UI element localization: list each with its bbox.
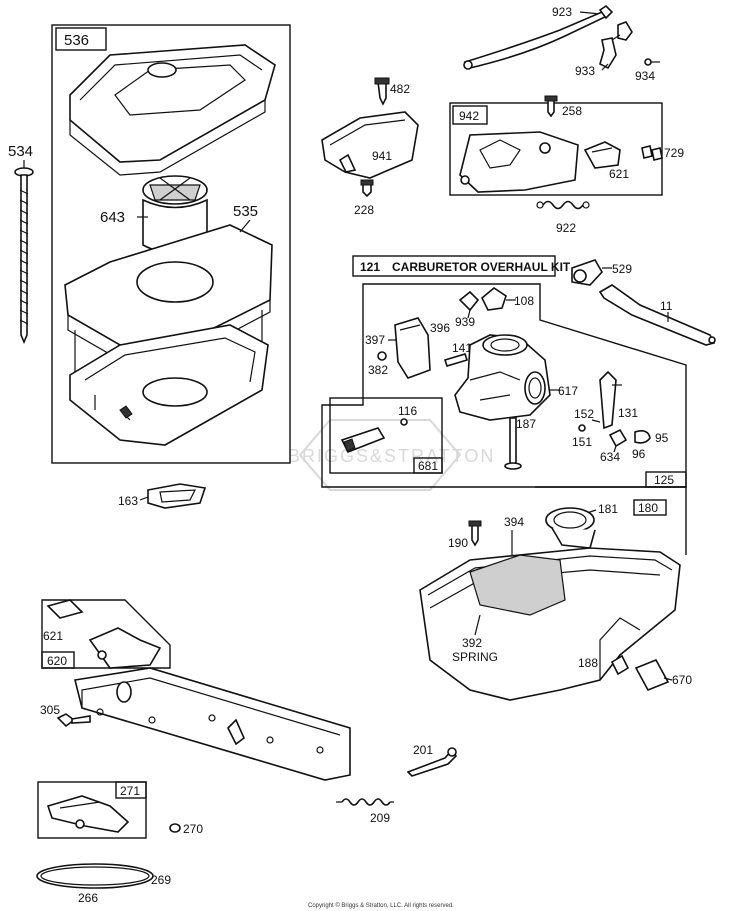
callout-534: 534 (8, 143, 33, 160)
callout-939: 939 (455, 315, 475, 329)
callout-670: 670 (672, 673, 692, 687)
callout-621b: 621 (43, 629, 63, 643)
callout-536-box (55, 27, 107, 51)
callout-152: 152 (574, 407, 594, 421)
callout-643: 643 (100, 209, 125, 226)
callout-942-box (452, 105, 488, 125)
callout-187: 187 (516, 417, 536, 431)
fuel-tank-group: 180 181 394 190 392 SPRING 188 670 (419, 486, 692, 701)
callout-620-box (41, 651, 75, 669)
callout-11: 11 (660, 299, 673, 313)
callout-108: 108 (514, 294, 534, 308)
callout-269: 269 (151, 873, 171, 887)
callout-151: 151 (572, 435, 592, 449)
callout-634: 634 (600, 450, 620, 464)
air-cleaner-frame (51, 24, 291, 464)
callout-397: 397 (365, 333, 385, 347)
gasket-163: 163 (118, 483, 207, 509)
callout-617: 617 (558, 384, 578, 398)
callout-201: 201 (413, 743, 433, 757)
kit-number: 121 (360, 260, 380, 274)
callout-934: 934 (635, 69, 655, 83)
callout-95: 95 (655, 431, 669, 445)
callout-392: 392 (462, 636, 482, 650)
air-cleaner-group: 536 643 535 (51, 24, 291, 464)
callout-392-sub: SPRING (452, 650, 498, 664)
callout-941: 941 (372, 149, 392, 163)
callout-209: 209 (370, 811, 390, 825)
callout-180: 180 (638, 501, 658, 515)
callout-535: 535 (233, 203, 258, 220)
air-cleaner-base (64, 224, 273, 446)
part-271-frame (37, 781, 147, 839)
callout-681: 681 (418, 459, 438, 473)
seal-ring-269: 269 266 (36, 863, 171, 905)
callout-141: 141 (452, 341, 472, 355)
callout-258: 258 (562, 104, 582, 118)
watermark: BRIGGS&STRATTON (288, 419, 495, 491)
bracket-941-group: 482 941 228 (321, 77, 419, 217)
callout-305: 305 (40, 703, 60, 717)
callout-621a: 621 (609, 167, 629, 181)
copyright-notice: Copyright © Briggs & Stratton, LLC. All … (308, 902, 454, 909)
callout-131: 131 (618, 406, 638, 420)
callout-180-box (633, 499, 667, 516)
callout-923: 923 (552, 5, 572, 19)
callout-942: 942 (459, 109, 479, 123)
link-201: 201 (406, 743, 458, 777)
callout-163: 163 (118, 494, 138, 508)
control-plate-frame (449, 102, 663, 196)
callout-922: 922 (556, 221, 576, 235)
control-bracket-group-620: 620 621 305 (40, 599, 351, 781)
carburetor-group: 121 CARBURETOR OVERHAUL KIT 125 529 11 1… (321, 255, 716, 488)
callout-266: 266 (78, 891, 98, 905)
bolt-534: 534 (8, 143, 34, 345)
callout-228: 228 (354, 203, 374, 217)
callout-188: 188 (578, 656, 598, 670)
callout-116: 116 (398, 404, 417, 418)
control-plate-group-942: 942 621 258 729 922 (449, 95, 684, 235)
nozzle-frame (329, 397, 443, 474)
callout-536: 536 (64, 32, 89, 49)
callout-181: 181 (598, 502, 618, 516)
callout-482: 482 (390, 82, 410, 96)
callout-396: 396 (430, 321, 450, 335)
callout-125: 125 (654, 473, 674, 487)
callout-271-box (115, 781, 147, 799)
callout-394: 394 (504, 515, 524, 529)
kit-title: CARBURETOR OVERHAUL KIT (392, 260, 571, 274)
air-cleaner-cover (69, 44, 276, 176)
callout-96: 96 (632, 447, 646, 461)
callout-529: 529 (612, 262, 632, 276)
callout-270: 270 (183, 822, 203, 836)
callout-382: 382 (368, 363, 388, 377)
part-270: 270 (169, 822, 203, 836)
kit-title-box (352, 255, 556, 277)
callout-271: 271 (120, 784, 140, 798)
callout-681-box (413, 457, 443, 474)
part-group-271: 271 (37, 781, 147, 839)
governor-linkage-group: 923 933 934 (463, 4, 660, 83)
callout-729: 729 (664, 146, 684, 160)
spring-209: 209 (336, 798, 394, 825)
fuel-tank-frame (535, 486, 687, 555)
callout-620: 620 (47, 654, 67, 668)
callout-933: 933 (575, 64, 595, 78)
watermark-text: BRIGGS&STRATTON (288, 446, 495, 466)
callout-190: 190 (448, 536, 468, 550)
